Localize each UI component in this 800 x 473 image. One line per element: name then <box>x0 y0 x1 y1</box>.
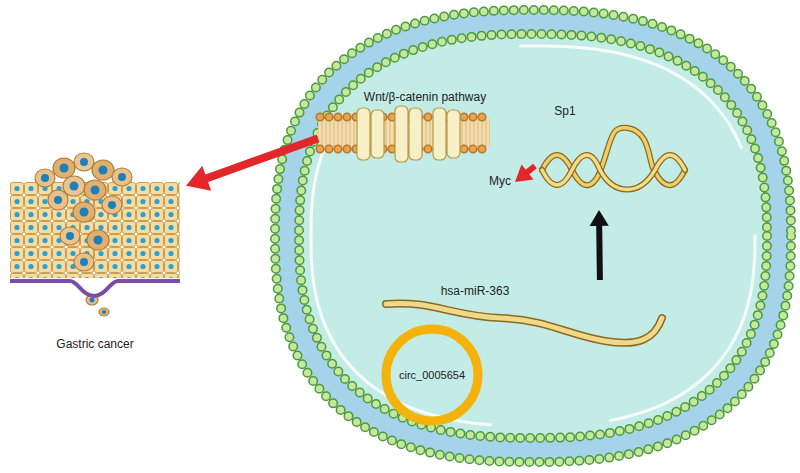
arrow-connector <box>515 165 535 182</box>
arrow-connector <box>590 210 609 280</box>
arrow-line <box>596 224 603 280</box>
pathway-node: Wnt/β-catenin pathway <box>318 88 493 160</box>
dna-node: Sp1 <box>535 100 695 210</box>
receptor-membrane <box>318 106 490 162</box>
receptor <box>357 106 460 162</box>
node-label: Sp1 <box>554 105 575 119</box>
lipid-heads <box>275 10 791 462</box>
lipid-heads <box>275 10 791 462</box>
mirna-node: hsa-miR-363 <box>430 280 665 320</box>
node-label: Wnt/β-catenin pathway <box>364 91 486 105</box>
circrna-ring <box>386 329 478 421</box>
cytoplasm <box>287 22 779 450</box>
basement-membrane <box>10 281 180 296</box>
arrow-head <box>186 166 211 191</box>
lipid-heads <box>299 34 767 438</box>
lipid-tails <box>287 22 779 450</box>
lipid-heads <box>299 34 767 438</box>
node-label: circ_0005654 <box>399 369 465 382</box>
tissue-node: Gastric cancer <box>8 150 186 360</box>
arrow-head <box>515 165 533 182</box>
gene-label-node: Myc <box>485 171 515 193</box>
highlight <box>311 46 755 426</box>
node-label: Gastric cancer <box>56 338 133 352</box>
arrow-line <box>205 138 318 179</box>
cell-membrane <box>275 10 791 462</box>
gastric-tissue <box>10 153 180 316</box>
arrow-head <box>590 210 609 226</box>
circrna-ring: circ_0005654 <box>380 323 484 427</box>
arrow-connector <box>186 138 318 190</box>
node-label: Myc <box>489 175 511 189</box>
node-label: hsa-miR-363 <box>441 285 510 299</box>
mirna-strand <box>386 303 662 342</box>
dna-helix <box>542 128 685 190</box>
